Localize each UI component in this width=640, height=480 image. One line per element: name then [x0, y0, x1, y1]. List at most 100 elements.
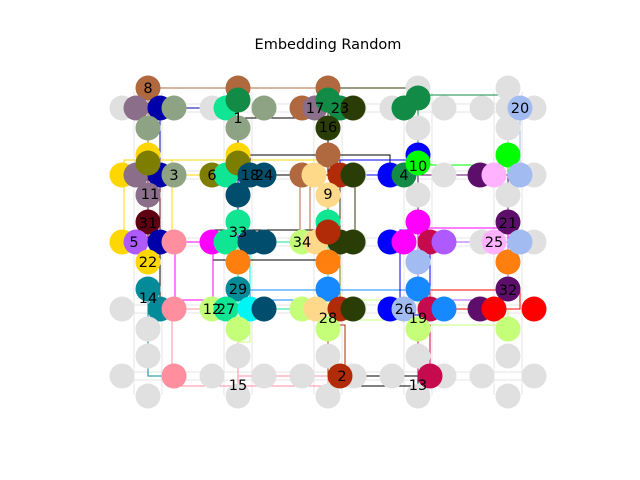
- node: [405, 209, 431, 235]
- node-label: 24: [255, 168, 273, 184]
- node: [315, 249, 341, 275]
- grid-node: [495, 383, 521, 409]
- node-label: 32: [499, 283, 517, 299]
- node: [123, 95, 149, 121]
- grid-node: [405, 343, 431, 369]
- node: [213, 296, 239, 322]
- node: [251, 296, 277, 322]
- chart-title: Embedding Random: [255, 37, 402, 53]
- node-label: 10: [409, 159, 427, 175]
- grid-node: [431, 162, 457, 188]
- grid-node: [135, 343, 161, 369]
- node: [213, 229, 239, 255]
- node: [315, 182, 341, 208]
- node-label: 16: [319, 120, 337, 136]
- node-layer: [109, 75, 547, 409]
- grid-node: [495, 115, 521, 141]
- node-label: 1: [233, 111, 242, 127]
- node: [301, 162, 327, 188]
- grid-node: [109, 296, 135, 322]
- node-label: 3: [169, 168, 178, 184]
- node: [251, 95, 277, 121]
- node: [135, 115, 161, 141]
- grid-node: [405, 115, 431, 141]
- node-label: 26: [395, 302, 413, 318]
- node-label: 9: [323, 187, 332, 203]
- node: [161, 363, 187, 389]
- node: [391, 229, 417, 255]
- node-label: 23: [331, 101, 349, 117]
- grid-node: [495, 343, 521, 369]
- node-label: 18: [241, 168, 259, 184]
- edge-loop: [237, 375, 329, 387]
- node: [495, 249, 521, 275]
- node: [340, 296, 366, 322]
- grid-node: [469, 363, 495, 389]
- node: [225, 182, 251, 208]
- edge-loop: [174, 241, 214, 301]
- node: [481, 296, 507, 322]
- node: [495, 142, 521, 168]
- grid-node: [405, 383, 431, 409]
- node: [507, 162, 533, 188]
- node: [135, 249, 161, 275]
- node: [225, 276, 251, 302]
- node: [405, 249, 431, 275]
- grid-node: [379, 363, 405, 389]
- grid-node: [225, 383, 251, 409]
- node: [225, 87, 251, 113]
- node: [135, 182, 161, 208]
- grid-node: [405, 182, 431, 208]
- edge-loop: [237, 241, 329, 310]
- node-label: 4: [399, 168, 408, 184]
- node-label: 12: [203, 302, 221, 318]
- node: [315, 219, 341, 245]
- node: [161, 95, 187, 121]
- node-label: 11: [141, 187, 159, 203]
- node-label: 2: [337, 369, 346, 385]
- node: [495, 316, 521, 342]
- node: [507, 95, 533, 121]
- node: [405, 150, 431, 176]
- node: [225, 115, 251, 141]
- node: [251, 162, 277, 188]
- grid-node: [469, 95, 495, 121]
- node: [417, 363, 443, 389]
- node: [521, 296, 547, 322]
- node: [391, 296, 417, 322]
- node: [340, 95, 366, 121]
- node: [135, 276, 161, 302]
- node: [135, 75, 161, 101]
- node-label: 22: [139, 255, 157, 271]
- node: [161, 296, 187, 322]
- node-label: 6: [207, 168, 216, 184]
- node: [303, 296, 329, 322]
- node: [315, 316, 341, 342]
- grid-node: [199, 363, 225, 389]
- grid-node: [495, 182, 521, 208]
- node: [135, 209, 161, 235]
- node-label: 25: [485, 235, 503, 251]
- node: [315, 142, 341, 168]
- node-label: 19: [409, 311, 427, 327]
- node-label: 27: [217, 302, 235, 318]
- node-label: 34: [293, 235, 311, 251]
- node-label: 13: [409, 378, 427, 394]
- node: [431, 229, 457, 255]
- grid-node: [109, 363, 135, 389]
- grid-node: [251, 363, 277, 389]
- node: [225, 316, 251, 342]
- node: [405, 316, 431, 342]
- node-label: 33: [229, 225, 247, 241]
- grid-node: [289, 363, 315, 389]
- grid-node: [315, 383, 341, 409]
- node: [135, 316, 161, 342]
- node-label: 15: [229, 378, 247, 394]
- node: [161, 229, 187, 255]
- node: [161, 162, 187, 188]
- node: [391, 95, 417, 121]
- node: [251, 229, 277, 255]
- node: [431, 296, 457, 322]
- node: [340, 162, 366, 188]
